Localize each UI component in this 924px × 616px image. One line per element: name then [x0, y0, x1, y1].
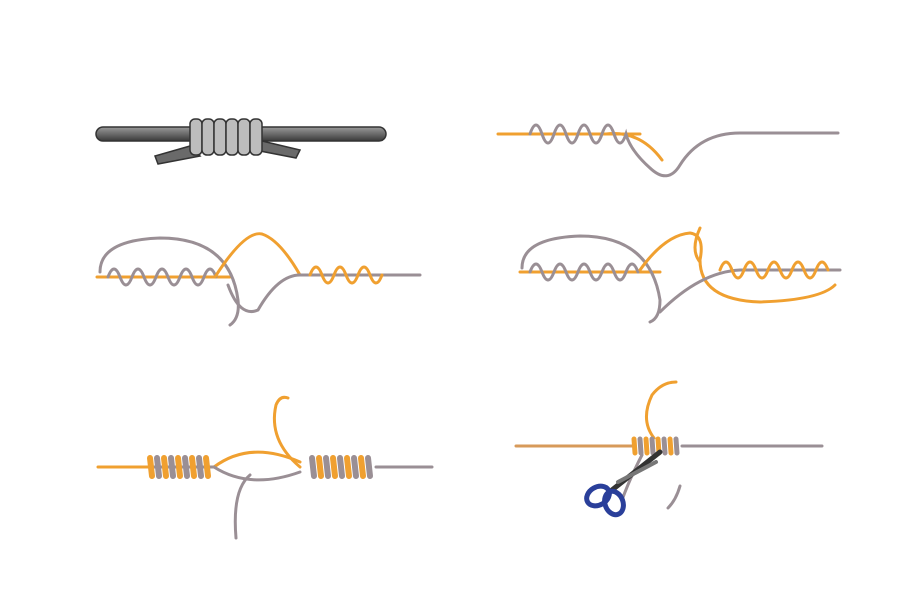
- panel-step-1: [496, 123, 840, 178]
- gray-loop: [98, 236, 240, 327]
- panel-step-2: [95, 232, 422, 327]
- orange-wraps: [718, 260, 830, 280]
- knot-coils: [189, 118, 263, 156]
- panel-step-3: [518, 226, 842, 324]
- orange-arc: [213, 232, 374, 279]
- gray-wraps: [106, 267, 218, 287]
- gray-tag-down: [233, 473, 252, 540]
- gray-loop: [520, 234, 662, 324]
- left-coil: [147, 455, 211, 479]
- orange-loop: [638, 231, 837, 304]
- panel-finished-knot: [95, 118, 387, 165]
- orange-tag: [645, 380, 678, 440]
- panel-step-4: [96, 395, 434, 540]
- panel-step-5: [514, 380, 824, 518]
- gray-through: [658, 268, 842, 314]
- orange-wraps: [308, 265, 384, 285]
- orange-tag: [693, 226, 702, 264]
- scissors-icon: [584, 449, 663, 518]
- gray-bow: [212, 465, 302, 482]
- trimmed-tag: [666, 484, 682, 510]
- orange-tag-up: [272, 395, 302, 469]
- gray-wraps: [528, 262, 640, 282]
- final-knot: [631, 436, 680, 456]
- orange-tag: [604, 132, 664, 162]
- gray-line-wrapping: [528, 123, 840, 178]
- gray-through: [226, 273, 422, 313]
- right-coil: [309, 455, 373, 479]
